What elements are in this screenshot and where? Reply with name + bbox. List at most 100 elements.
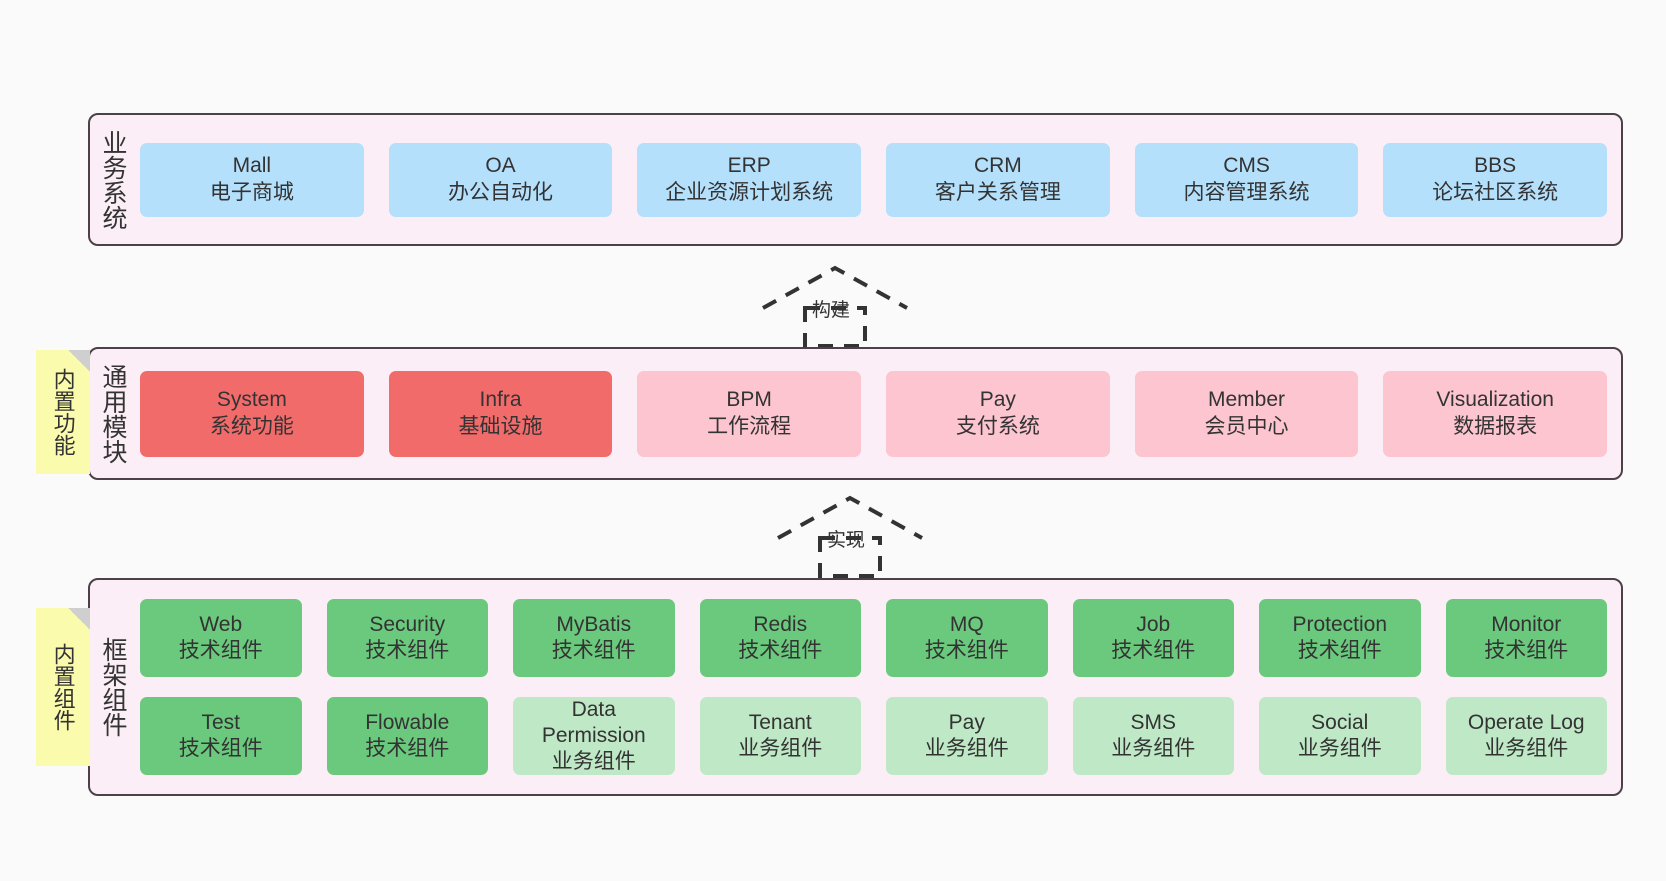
node-subtitle: 技术组件: [365, 737, 450, 760]
layer-row: Web 技术组件 Security 技术组件 MyBatis 技术组件 Redi…: [140, 599, 1607, 677]
node-subtitle: 技术组件: [1484, 639, 1569, 662]
node-subtitle: 基础设施: [458, 414, 543, 438]
node-subtitle: 技术组件: [924, 639, 1009, 662]
node-title: Security: [369, 612, 446, 636]
node-subtitle: 业务组件: [1111, 737, 1196, 760]
node-web[interactable]: Web 技术组件: [140, 599, 302, 677]
generalization-arrow-icon: [762, 265, 908, 348]
connector-label-build: 构建: [812, 300, 851, 321]
node-subtitle: 技术组件: [1297, 639, 1382, 662]
node-subtitle: 技术组件: [1111, 639, 1196, 662]
layer-title-framework-components: 框架组件: [99, 637, 127, 737]
node-title: Data Permission: [541, 697, 646, 747]
node-title: Redis: [753, 612, 808, 636]
node-title: Protection: [1292, 612, 1388, 636]
layer-row: Test 技术组件 Flowable 技术组件 Data Permission …: [140, 697, 1607, 775]
layer-title-business-system: 业务系统: [99, 129, 127, 230]
node-subtitle: 论坛社区系统: [1432, 180, 1559, 204]
node-test[interactable]: Test 技术组件: [140, 697, 302, 775]
layer-row: System 系统功能 Infra 基础设施 BPM 工作流程 Pay 支付系统…: [140, 370, 1608, 457]
node-monitor[interactable]: Monitor 技术组件: [1445, 599, 1607, 677]
node-subtitle: 技术组件: [365, 639, 450, 662]
node-title: BPM: [726, 388, 772, 412]
node-subtitle: 技术组件: [738, 639, 823, 662]
node-subtitle: 技术组件: [178, 737, 263, 760]
node-data-permission[interactable]: Data Permission 业务组件: [513, 697, 675, 775]
node-subtitle: 业务组件: [738, 737, 823, 760]
node-title: ERP: [727, 154, 771, 178]
layer-body-common-modules: System 系统功能 Infra 基础设施 BPM 工作流程 Pay 支付系统…: [136, 349, 1621, 478]
node-cms[interactable]: CMS 内容管理系统: [1134, 142, 1359, 217]
node-subtitle: 系统功能: [209, 414, 294, 438]
node-bbs[interactable]: BBS 论坛社区系统: [1383, 142, 1608, 217]
note-label: 内置功能: [50, 368, 76, 456]
node-operate-log[interactable]: Operate Log 业务组件: [1445, 697, 1607, 775]
connector-implement: 实现: [770, 492, 930, 578]
node-security[interactable]: Security 技术组件: [326, 599, 488, 677]
node-title: OA: [485, 154, 516, 178]
connector-label-implement: 实现: [827, 530, 866, 551]
node-title: MQ: [949, 612, 984, 636]
node-title: Pay: [979, 388, 1016, 412]
layer-common-modules: 通用模块 System 系统功能 Infra 基础设施 BPM 工作流程 Pay…: [88, 347, 1623, 480]
node-subtitle: 电子商城: [209, 180, 294, 204]
node-title: System: [216, 388, 287, 412]
node-title: Flowable: [365, 710, 450, 734]
node-visualization[interactable]: Visualization 数据报表: [1383, 370, 1608, 457]
node-system[interactable]: System 系统功能: [140, 370, 364, 457]
note-builtin-functions: 内置功能: [36, 350, 90, 474]
node-title: Social: [1311, 710, 1369, 734]
note-fold-corner-icon: [68, 350, 90, 372]
node-subtitle: 会员中心: [1204, 414, 1289, 438]
node-title: Visualization: [1436, 388, 1554, 412]
node-title: CMS: [1223, 154, 1270, 178]
node-title: Operate Log: [1467, 710, 1585, 734]
node-title: Tenant: [748, 710, 812, 734]
layer-business-system: 业务系统 Mall 电子商城 OA 办公自动化 ERP 企业资源计划系统 CRM…: [88, 113, 1623, 246]
node-subtitle: 数据报表: [1453, 414, 1538, 438]
node-title: MyBatis: [556, 612, 632, 636]
node-pay-component[interactable]: Pay 业务组件: [886, 697, 1048, 775]
node-protection[interactable]: Protection 技术组件: [1259, 599, 1421, 677]
node-title: CRM: [973, 154, 1022, 178]
layer-body-framework-components: Web 技术组件 Security 技术组件 MyBatis 技术组件 Redi…: [136, 580, 1621, 794]
node-subtitle: 内容管理系统: [1183, 180, 1310, 204]
node-title: Monitor: [1491, 612, 1562, 636]
note-builtin-components: 内置组件: [36, 608, 90, 766]
node-tenant[interactable]: Tenant 业务组件: [699, 697, 861, 775]
node-subtitle: 企业资源计划系统: [665, 180, 834, 204]
connector-build: 构建: [755, 262, 915, 348]
node-mybatis[interactable]: MyBatis 技术组件: [513, 599, 675, 677]
node-subtitle: 工作流程: [707, 414, 792, 438]
node-mq[interactable]: MQ 技术组件: [886, 599, 1048, 677]
node-member[interactable]: Member 会员中心: [1134, 370, 1359, 457]
node-title: Pay: [948, 710, 985, 734]
node-subtitle: 业务组件: [551, 750, 636, 774]
node-erp[interactable]: ERP 企业资源计划系统: [637, 142, 862, 217]
node-bpm[interactable]: BPM 工作流程: [637, 370, 862, 457]
node-sms[interactable]: SMS 业务组件: [1072, 697, 1234, 775]
node-title: BBS: [1474, 154, 1517, 178]
node-mall[interactable]: Mall 电子商城: [140, 142, 364, 217]
node-job[interactable]: Job 技术组件: [1072, 599, 1234, 677]
layer-framework-components: 框架组件 Web 技术组件 Security 技术组件 MyBatis 技术组件…: [88, 578, 1623, 796]
note-fold-corner-icon: [68, 608, 90, 630]
node-subtitle: 办公自动化: [448, 180, 553, 204]
node-title: Job: [1136, 612, 1171, 636]
note-label: 内置组件: [50, 643, 76, 731]
node-pay[interactable]: Pay 支付系统: [886, 370, 1110, 457]
node-title: Member: [1208, 388, 1286, 412]
generalization-arrow-icon: [777, 495, 923, 578]
node-infra[interactable]: Infra 基础设施: [388, 370, 613, 457]
node-title: Infra: [479, 388, 522, 412]
node-oa[interactable]: OA 办公自动化: [388, 142, 613, 217]
node-flowable[interactable]: Flowable 技术组件: [326, 697, 488, 775]
layer-body-business-system: Mall 电子商城 OA 办公自动化 ERP 企业资源计划系统 CRM 客户关系…: [136, 115, 1621, 244]
node-social[interactable]: Social 业务组件: [1259, 697, 1421, 775]
node-title: Mall: [232, 154, 272, 178]
node-crm[interactable]: CRM 客户关系管理: [886, 142, 1110, 217]
node-redis[interactable]: Redis 技术组件: [699, 599, 861, 677]
node-subtitle: 业务组件: [1484, 737, 1569, 760]
node-subtitle: 技术组件: [178, 639, 263, 662]
layer-title-common-modules: 通用模块: [99, 363, 127, 464]
